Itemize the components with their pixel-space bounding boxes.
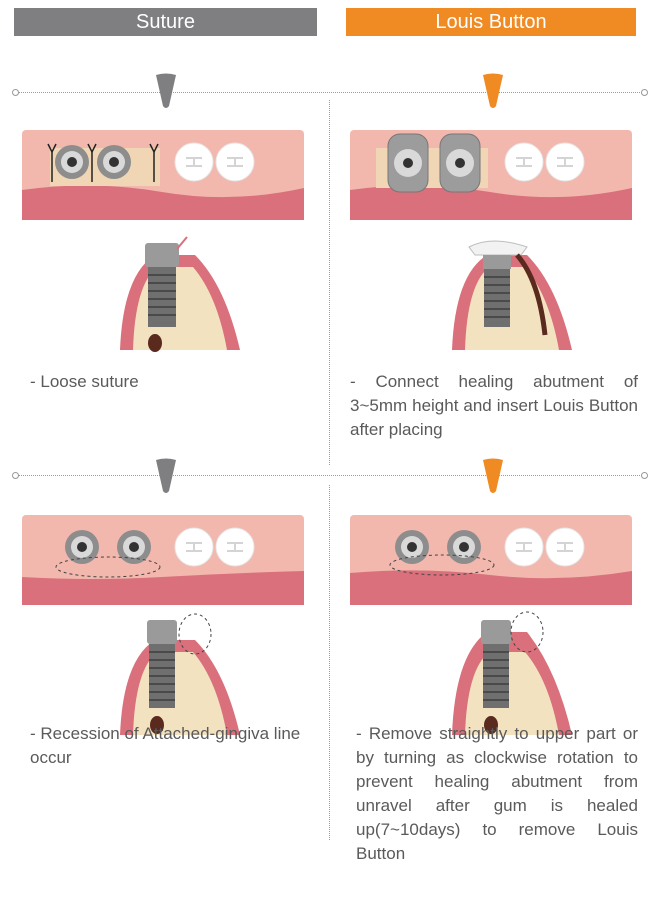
suture-marker-icon <box>155 458 177 494</box>
column-divider-top <box>329 100 330 465</box>
louis-button-header: Louis Button <box>346 8 636 36</box>
suture-marker-icon <box>155 73 177 109</box>
divider-dot <box>12 89 19 96</box>
column-divider-bottom <box>329 485 330 840</box>
bottom-right-caption: - Remove straightly to upper part or by … <box>356 722 638 866</box>
gum-recession-illustration <box>22 515 304 605</box>
implant-recession-cross-section <box>115 610 245 740</box>
implant-suture-cross-section <box>115 225 245 355</box>
divider-dot <box>641 472 648 479</box>
implant-healed-cross-section <box>447 610 577 740</box>
suture-header: Suture <box>14 8 317 36</box>
top-right-caption: - Connect healing abutment of 3~5mm heig… <box>350 370 638 442</box>
top-left-caption: - Loose suture <box>30 370 310 394</box>
divider-dot <box>12 472 19 479</box>
gum-louis-button-illustration <box>350 130 632 220</box>
gum-healed-illustration <box>350 515 632 605</box>
louis-button-marker-icon <box>482 73 504 109</box>
divider-dot <box>641 89 648 96</box>
middle-divider <box>18 475 642 476</box>
louis-button-marker-icon <box>482 458 504 494</box>
top-divider <box>18 92 642 93</box>
implant-louis-button-cross-section <box>447 225 577 355</box>
gum-suture-illustration <box>22 130 304 220</box>
bottom-left-caption: - Recession of Attached-gingiva line occ… <box>30 722 310 770</box>
